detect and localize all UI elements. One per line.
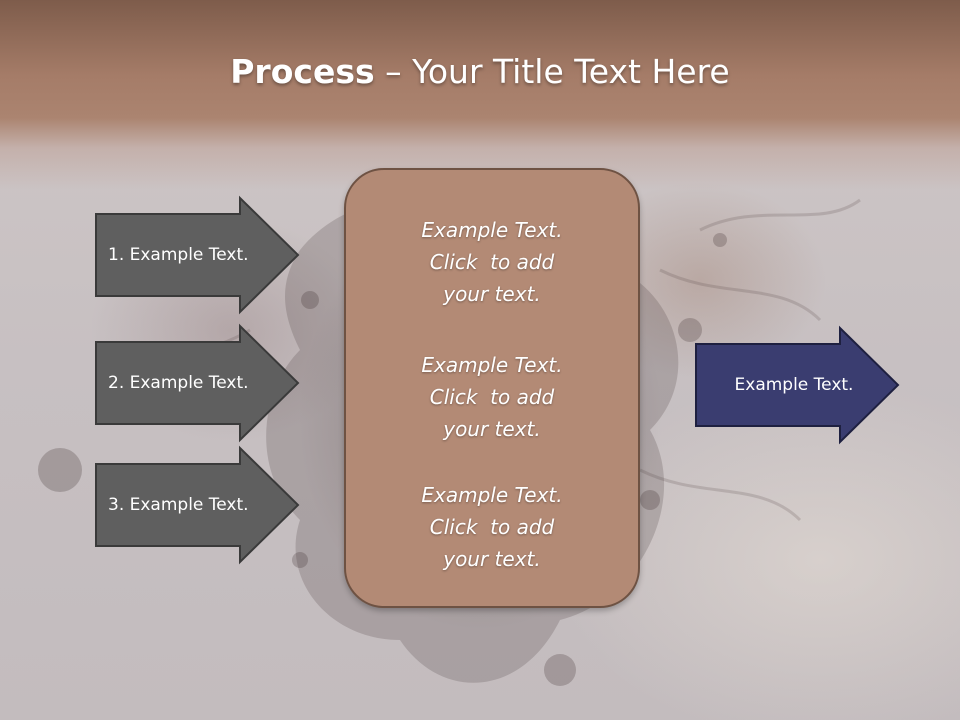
- center-text-line: Click to add: [429, 385, 555, 409]
- left-arrow-1[interactable]: 1. Example Text.: [95, 195, 300, 315]
- right-arrow-shape-icon: [95, 323, 300, 443]
- center-text-block-3: Example Text. Click to add your text.: [346, 479, 638, 575]
- center-text-line: Click to add: [429, 515, 555, 539]
- left-arrow-3[interactable]: 3. Example Text.: [95, 445, 300, 565]
- center-text-block-1: Example Text. Click to add your text.: [346, 214, 638, 310]
- center-text-block-2: Example Text. Click to add your text.: [346, 349, 638, 445]
- right-arrow-label: Example Text.: [734, 375, 854, 395]
- center-text-box[interactable]: Example Text. Click to add your text. Ex…: [344, 168, 640, 608]
- right-arrow-shape-icon: [95, 445, 300, 565]
- slide-title[interactable]: Process – Your Title Text Here: [0, 52, 960, 91]
- center-text-line: your text.: [443, 547, 541, 571]
- slide-title-bold: Process: [230, 52, 375, 91]
- left-arrow-label: 2. Example Text.: [108, 373, 249, 393]
- left-arrow-2[interactable]: 2. Example Text.: [95, 323, 300, 443]
- slide-title-rest: – Your Title Text Here: [374, 52, 730, 91]
- left-arrow-label: 3. Example Text.: [108, 495, 249, 515]
- title-band: [0, 0, 960, 190]
- center-text-line: Example Text.: [421, 353, 563, 377]
- center-text-line: Example Text.: [421, 483, 563, 507]
- right-arrow-shape-icon: [695, 325, 900, 445]
- left-arrow-label: 1. Example Text.: [108, 245, 249, 265]
- center-text-line: Click to add: [429, 250, 555, 274]
- center-text-line: your text.: [443, 417, 541, 441]
- right-arrow[interactable]: Example Text.: [695, 325, 900, 445]
- center-text-line: your text.: [443, 282, 541, 306]
- center-text-line: Example Text.: [421, 218, 563, 242]
- right-arrow-shape-icon: [95, 195, 300, 315]
